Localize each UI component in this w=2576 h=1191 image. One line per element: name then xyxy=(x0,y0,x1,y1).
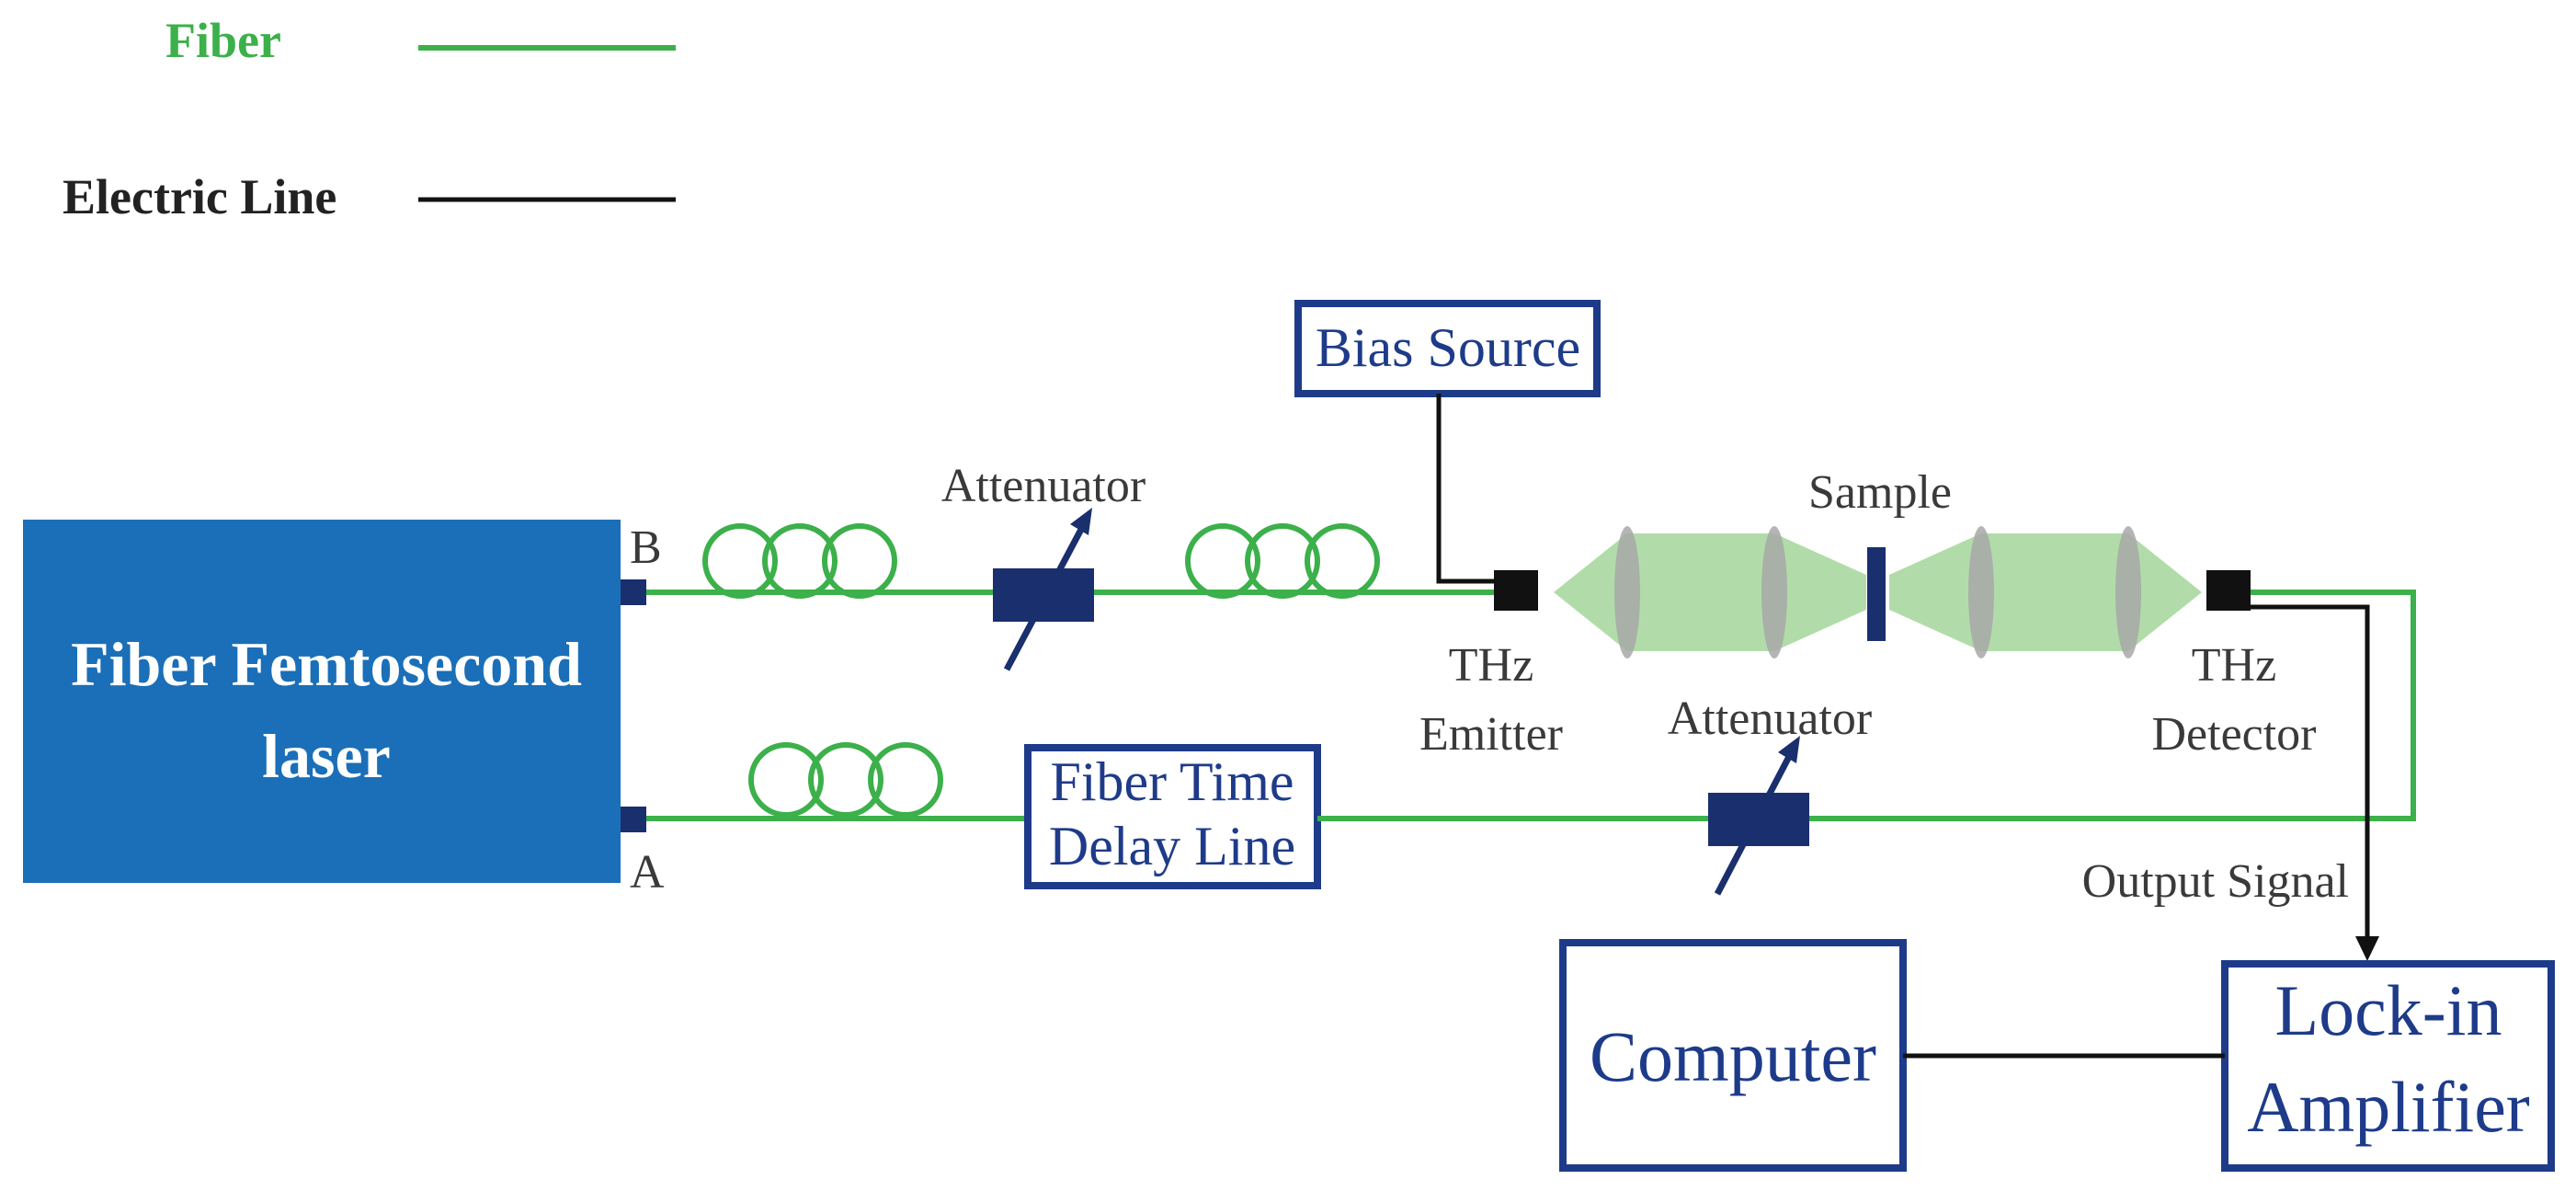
delay-line-label-line1: Fiber Time xyxy=(1050,751,1294,812)
attenuator-top xyxy=(993,508,1094,671)
lockin-box xyxy=(2221,960,2555,1172)
lens-1 xyxy=(1614,526,1640,658)
laser-label-line1: Fiber Femtosecond xyxy=(71,629,582,699)
laser-box xyxy=(23,520,621,883)
lens-3 xyxy=(1968,526,1994,658)
thz-emitter-label-line2: Emitter xyxy=(1419,708,1563,761)
bias-source-box xyxy=(1294,300,1601,397)
thz-detector-label-line2: Detector xyxy=(2151,708,2316,761)
port-a-connector xyxy=(621,807,646,832)
thz-detector-label-line1: THz xyxy=(2192,639,2276,692)
thz-emitter-body xyxy=(1494,570,1538,611)
fiber-coil-top-1 xyxy=(702,523,897,599)
lens-4 xyxy=(2115,526,2141,658)
fiber-coil-top-2 xyxy=(1185,523,1380,599)
computer-label: Computer xyxy=(1590,1016,1876,1096)
beam-left xyxy=(1554,533,1866,651)
port-b-label: B xyxy=(630,521,662,574)
lockin-label-line1: Lock-in xyxy=(2275,970,2502,1050)
bias-source-label: Bias Source xyxy=(1316,317,1580,378)
fiber-coil-bottom xyxy=(748,742,943,818)
attenuator-bottom xyxy=(1708,736,1809,896)
thz-emitter-label-line1: THz xyxy=(1449,639,1533,692)
delay-line-box xyxy=(1024,744,1321,889)
port-a-label: A xyxy=(630,846,665,899)
legend-electric-label: Electric Line xyxy=(63,169,336,224)
output-signal-wire xyxy=(2251,604,2370,943)
sample-slab xyxy=(1867,547,1886,641)
bias-wire xyxy=(1436,394,1499,584)
thz-detector-body xyxy=(2206,570,2251,611)
lens-2 xyxy=(1761,526,1787,658)
output-signal-label: Output Signal xyxy=(2082,855,2349,908)
output-signal-arrowhead xyxy=(2355,936,2379,961)
beam-right xyxy=(1889,533,2202,651)
port-b-connector xyxy=(621,579,646,605)
attenuator-top-label: Attenuator xyxy=(941,460,1146,512)
delay-line-label-line2: Delay Line xyxy=(1049,816,1295,876)
sample-label: Sample xyxy=(1808,466,1952,519)
lockin-label-line2: Amplifier xyxy=(2247,1067,2530,1147)
legend-fiber-label: Fiber xyxy=(165,13,281,68)
attenuator-bottom-label: Attenuator xyxy=(1668,693,1872,745)
laser-label-line2: laser xyxy=(262,721,391,791)
